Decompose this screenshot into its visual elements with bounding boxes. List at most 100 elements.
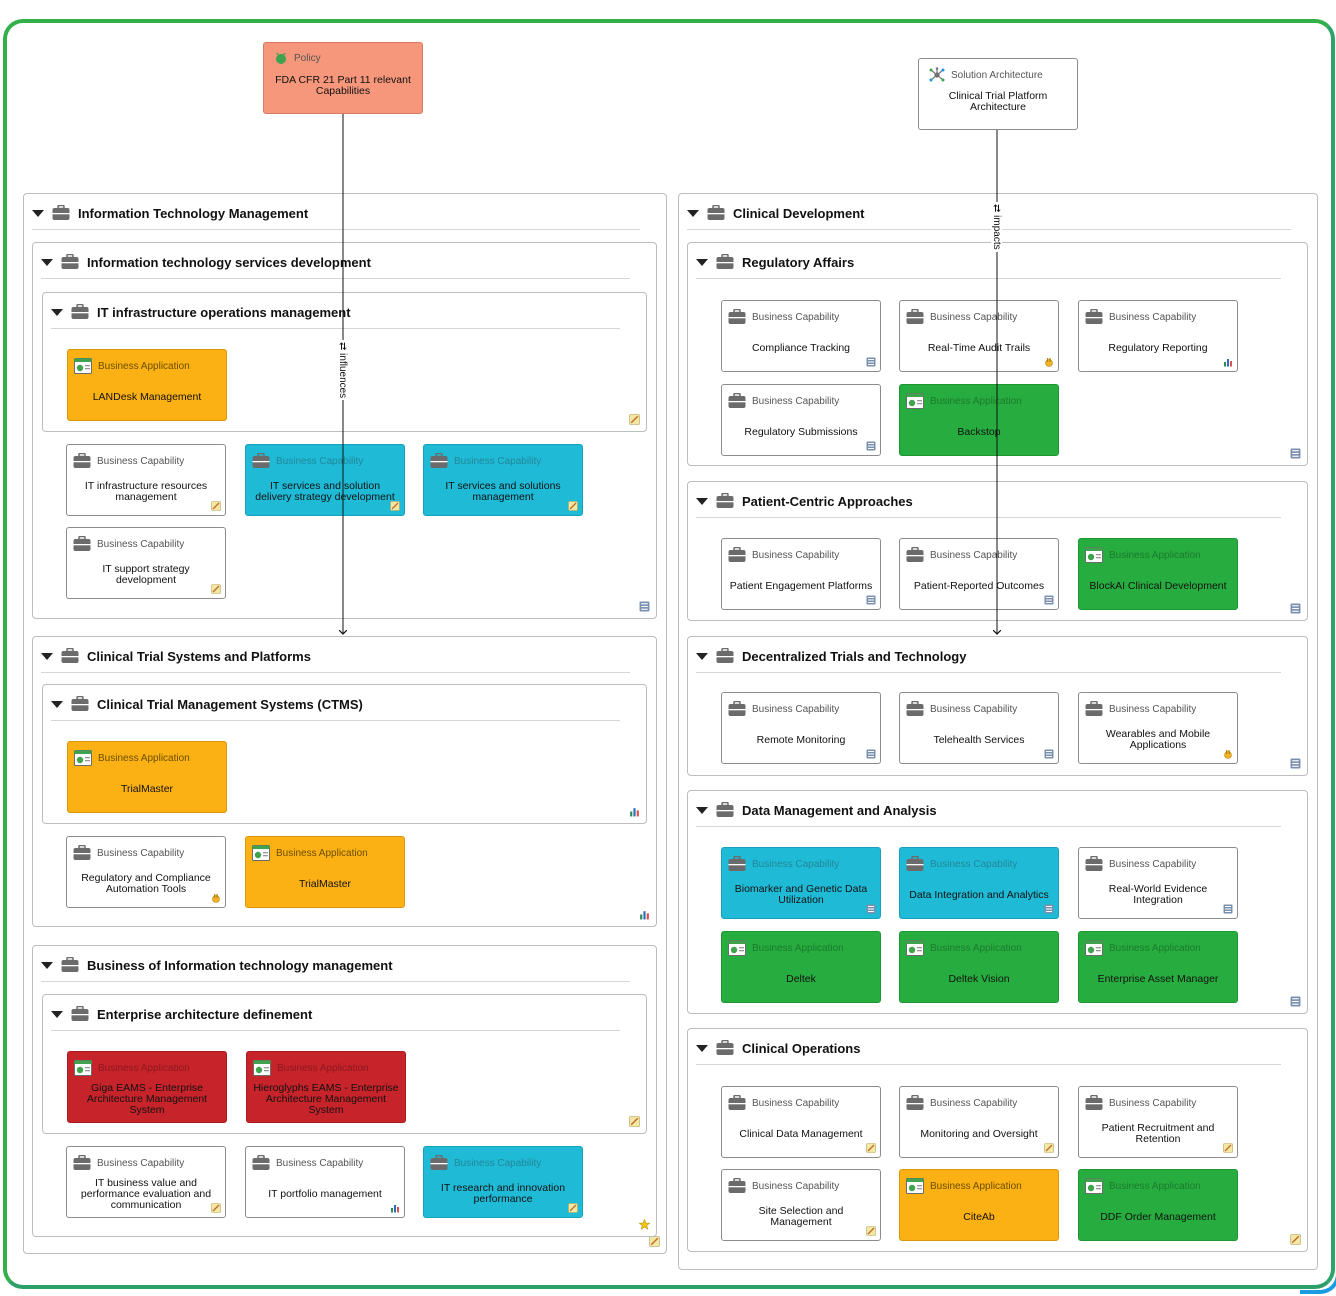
capability-card-clinical-data-management[interactable]: Business Capability Clinical Data Manage… bbox=[721, 1086, 881, 1158]
collapse-triangle-icon[interactable] bbox=[51, 308, 63, 316]
list-icon bbox=[1290, 996, 1301, 1007]
collapse-triangle-icon[interactable] bbox=[51, 1010, 63, 1018]
application-icon bbox=[906, 940, 924, 956]
collapse-triangle-icon[interactable] bbox=[696, 497, 708, 505]
divider bbox=[41, 981, 630, 982]
divider bbox=[51, 720, 620, 721]
collapse-triangle-icon[interactable] bbox=[41, 258, 53, 266]
application-card-enterprise-asset-manager[interactable]: Business Application Enterprise Asset Ma… bbox=[1078, 931, 1238, 1003]
application-card-citeab[interactable]: Business Application CiteAb bbox=[899, 1169, 1059, 1241]
capability-card-regulatory-submissions[interactable]: Business Capability Regulatory Submissio… bbox=[721, 384, 881, 456]
capability-card-data-integration[interactable]: Business Capability Data Integration and… bbox=[899, 847, 1059, 919]
application-card-deltek[interactable]: Business Application Deltek bbox=[721, 931, 881, 1003]
capability-card-audit-trails[interactable]: Business Capability Real-Time Audit Trai… bbox=[899, 300, 1059, 372]
list-icon bbox=[866, 904, 876, 914]
group-title: Enterprise architecture definement bbox=[51, 1003, 312, 1025]
chart-icon bbox=[629, 806, 640, 817]
capability-card-it-business-value[interactable]: Business Capability IT business value an… bbox=[66, 1146, 226, 1218]
application-icon bbox=[1085, 547, 1103, 563]
briefcase-icon bbox=[61, 648, 79, 664]
group-title: Clinical Trial Management Systems (CTMS) bbox=[51, 693, 363, 715]
capability-card-site-selection[interactable]: Business Capability Site Selection and M… bbox=[721, 1169, 881, 1241]
collapse-triangle-icon[interactable] bbox=[696, 806, 708, 814]
application-icon bbox=[906, 1178, 924, 1194]
capability-card-patient-engagement[interactable]: Business Capability Patient Engagement P… bbox=[721, 538, 881, 610]
group-title: Business of Information technology manag… bbox=[41, 954, 393, 976]
list-icon bbox=[1223, 904, 1233, 914]
briefcase-icon bbox=[71, 1006, 89, 1022]
collapse-triangle-icon[interactable] bbox=[32, 209, 44, 217]
application-card-blockai[interactable]: Business Application BlockAI Clinical De… bbox=[1078, 538, 1238, 610]
briefcase-icon bbox=[430, 453, 448, 469]
canvas-frame bbox=[3, 19, 1335, 1289]
note-icon bbox=[1044, 1143, 1054, 1153]
briefcase-icon bbox=[71, 304, 89, 320]
hand-icon bbox=[1223, 749, 1233, 759]
briefcase-icon bbox=[73, 536, 91, 552]
collapse-triangle-icon[interactable] bbox=[696, 652, 708, 660]
note-icon bbox=[211, 501, 221, 511]
capability-card-remote-monitoring[interactable]: Business Capability Remote Monitoring bbox=[721, 692, 881, 764]
capability-card-monitoring-oversight[interactable]: Business Capability Monitoring and Overs… bbox=[899, 1086, 1059, 1158]
capability-card-it-research[interactable]: Business Capability IT research and inno… bbox=[423, 1146, 583, 1218]
capability-card-patient-reported-outcomes[interactable]: Business Capability Patient-Reported Out… bbox=[899, 538, 1059, 610]
group-title: Decentralized Trials and Technology bbox=[696, 645, 966, 667]
application-card-giga-eams[interactable]: Business Application Giga EAMS - Enterpr… bbox=[67, 1051, 227, 1123]
briefcase-icon bbox=[906, 547, 924, 563]
note-icon bbox=[629, 414, 640, 425]
capability-card-it-infrastructure[interactable]: Business Capability IT infrastructure re… bbox=[66, 444, 226, 516]
group-title: Clinical Development bbox=[687, 202, 864, 224]
capability-card-regulatory-compliance-tools[interactable]: Business Capability Regulatory and Compl… bbox=[66, 836, 226, 908]
collapse-triangle-icon[interactable] bbox=[41, 652, 53, 660]
briefcase-icon bbox=[728, 856, 746, 872]
capability-card-real-world-evidence[interactable]: Business Capability Real-World Evidence … bbox=[1078, 847, 1238, 919]
solution-name: Clinical Trial Platform Architecture bbox=[948, 90, 1048, 113]
divider bbox=[696, 672, 1281, 673]
hand-icon bbox=[211, 893, 221, 903]
application-icon bbox=[74, 358, 92, 374]
divider bbox=[41, 278, 630, 279]
group-title: Data Management and Analysis bbox=[696, 799, 937, 821]
divider bbox=[32, 229, 640, 230]
capability-card-regulatory-reporting[interactable]: Business Capability Regulatory Reporting bbox=[1078, 300, 1238, 372]
capability-card-it-services-delivery[interactable]: Business Capability IT services and solu… bbox=[245, 444, 405, 516]
note-icon bbox=[629, 1116, 640, 1127]
application-icon bbox=[1085, 1178, 1103, 1194]
briefcase-icon bbox=[73, 453, 91, 469]
capability-card-compliance-tracking[interactable]: Business Capability Compliance Tracking bbox=[721, 300, 881, 372]
note-icon bbox=[866, 1226, 876, 1236]
capability-card-it-services-management[interactable]: Business Capability IT services and solu… bbox=[423, 444, 583, 516]
divider bbox=[41, 672, 630, 673]
application-icon bbox=[252, 845, 270, 861]
capability-card-biomarker[interactable]: Business Capability Biomarker and Geneti… bbox=[721, 847, 881, 919]
application-card-landesk[interactable]: Business Application LANDesk Management bbox=[67, 349, 227, 421]
briefcase-icon bbox=[73, 845, 91, 861]
application-card-trialmaster[interactable]: Business Application TrialMaster bbox=[67, 741, 227, 813]
solution-architecture-card[interactable]: Solution Architecture Clinical Trial Pla… bbox=[918, 58, 1078, 130]
briefcase-icon bbox=[716, 802, 734, 818]
note-icon bbox=[390, 501, 400, 511]
application-icon bbox=[1085, 940, 1103, 956]
influences-label[interactable]: ⇄ influences bbox=[337, 340, 348, 401]
policy-card[interactable]: Policy FDA CFR 21 Part 11 relevant Capab… bbox=[263, 42, 423, 114]
collapse-triangle-icon[interactable] bbox=[51, 700, 63, 708]
application-card-hieroglyphs-eams[interactable]: Business Application Hieroglyphs EAMS - … bbox=[246, 1051, 406, 1123]
application-card-backstop[interactable]: Business Application Backstop bbox=[899, 384, 1059, 456]
capability-card-wearables[interactable]: Business Capability Wearables and Mobile… bbox=[1078, 692, 1238, 764]
collapse-triangle-icon[interactable] bbox=[41, 961, 53, 969]
application-icon bbox=[74, 750, 92, 766]
capability-card-it-portfolio[interactable]: Business Capability IT portfolio managem… bbox=[245, 1146, 405, 1218]
capability-card-patient-recruitment[interactable]: Business Capability Patient Recruitment … bbox=[1078, 1086, 1238, 1158]
collapse-triangle-icon[interactable] bbox=[696, 258, 708, 266]
application-card-deltek-vision[interactable]: Business Application Deltek Vision bbox=[899, 931, 1059, 1003]
capability-card-it-support[interactable]: Business Capability IT support strategy … bbox=[66, 527, 226, 599]
application-card-trialmaster-2[interactable]: Business Application TrialMaster bbox=[245, 836, 405, 908]
list-icon bbox=[1290, 603, 1301, 614]
application-card-ddf-order-management[interactable]: Business Application DDF Order Managemen… bbox=[1078, 1169, 1238, 1241]
briefcase-icon bbox=[73, 1155, 91, 1171]
impacts-label[interactable]: ⇄ impacts bbox=[991, 202, 1002, 252]
collapse-triangle-icon[interactable] bbox=[687, 209, 699, 217]
capability-card-telehealth[interactable]: Business Capability Telehealth Services bbox=[899, 692, 1059, 764]
collapse-triangle-icon[interactable] bbox=[696, 1044, 708, 1052]
briefcase-icon bbox=[71, 696, 89, 712]
